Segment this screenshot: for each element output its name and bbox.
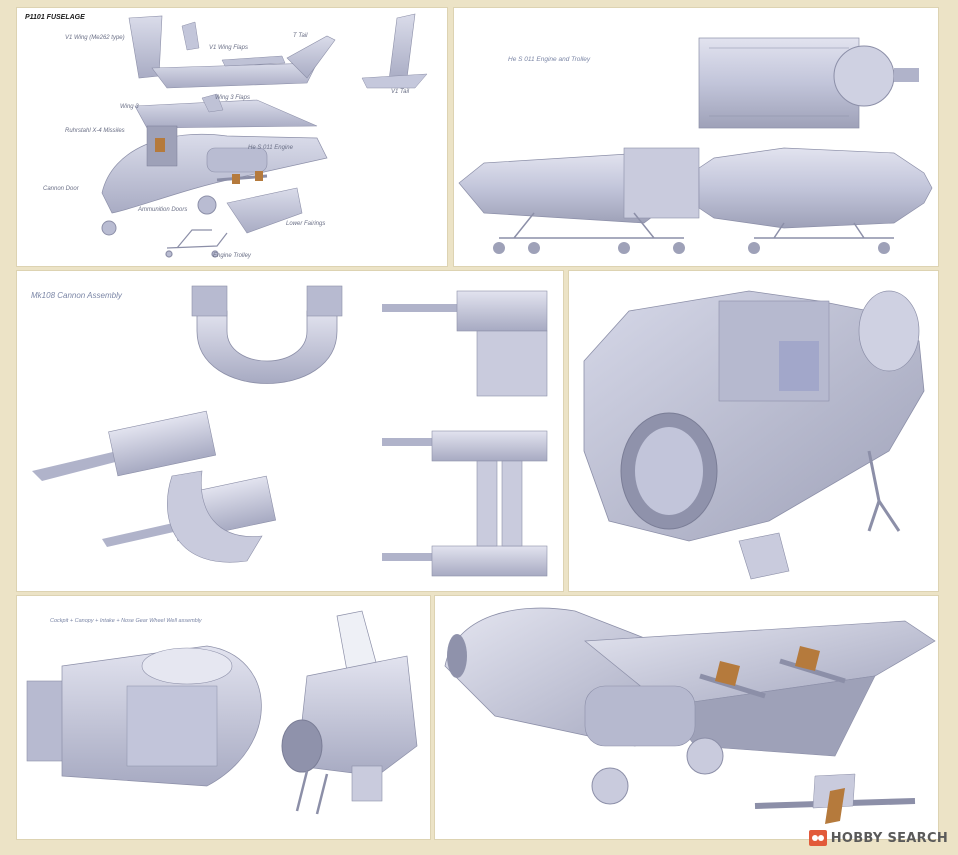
panel-cannon-assembly: Mk108 Cannon Assembly xyxy=(17,271,563,591)
lower-fairings xyxy=(226,187,303,234)
missile-right xyxy=(779,646,846,684)
missile-left xyxy=(699,661,766,699)
main-wheel-2 xyxy=(686,737,724,775)
panel-fuselage-exploded: P1101 FUSELAGE V1 Wing (Me262 type) V1 W… xyxy=(17,8,447,266)
label-cannon-door: Cannon Door xyxy=(43,186,79,192)
fuselage-section-illustration xyxy=(583,290,925,580)
label-v1-wing-flaps: V1 Wing Flaps xyxy=(209,45,248,51)
missile-mount xyxy=(155,138,165,152)
panel-cockpit-assembly: Cockpit + Canopy + Intake + Nose Gear Wh… xyxy=(17,596,430,839)
fuselage-exploded-illustration xyxy=(101,13,428,258)
panel-engine-trolley: He S 011 Engine and Trolley xyxy=(454,8,938,266)
label-ammo-doors: Ammunition Doors xyxy=(138,207,188,213)
nose-gear-strut xyxy=(867,450,901,532)
hobby-search-logo-icon xyxy=(808,830,827,846)
watermark: HOBBY SEARCH xyxy=(808,829,948,847)
v1-wing xyxy=(151,62,318,89)
label-engine: He S 011 Engine xyxy=(248,145,293,151)
engine-top-view xyxy=(698,37,919,129)
t-tail xyxy=(286,35,336,79)
engine-part xyxy=(206,147,268,173)
panel-underside-missiles xyxy=(435,596,938,839)
label-ruhrstahl: Ruhrstahl X-4 Missiles xyxy=(65,128,125,134)
missile-detail xyxy=(754,773,916,824)
cannon-pair-isometric xyxy=(32,410,277,563)
engine-pod xyxy=(584,685,696,747)
loose-panel xyxy=(738,532,790,580)
engine-right xyxy=(698,147,933,254)
tail-ring xyxy=(858,290,920,372)
v1-tail-plane xyxy=(361,73,428,89)
nose-wheel xyxy=(101,220,117,236)
label-v1-wing: V1 Wing (Me262 type) xyxy=(65,35,125,41)
label-engine-trolley: Engine Trolley xyxy=(213,253,251,259)
panel-title: He S 011 Engine and Trolley xyxy=(508,56,591,63)
panel-title: Mk108 Cannon Assembly xyxy=(31,291,122,300)
cockpit-isometric xyxy=(281,610,418,815)
panel-fuselage-section xyxy=(569,271,938,591)
label-t-tail: T Tail xyxy=(293,33,308,39)
label-wing-3-flaps: Wing 3 Flaps xyxy=(215,95,250,101)
panel-title: P1101 FUSELAGE xyxy=(25,14,85,21)
engine-trolley-small xyxy=(165,229,228,258)
wing-3-flaps xyxy=(201,93,224,113)
main-wheel xyxy=(197,195,217,215)
cockpit-top-view xyxy=(26,645,262,787)
ammo-ring xyxy=(196,310,338,384)
cannon-side-upper xyxy=(382,290,548,397)
flap-part xyxy=(181,21,200,51)
underside-illustration xyxy=(444,607,936,824)
engine-left xyxy=(458,147,700,254)
label-lower-fairings: Lower Fairings xyxy=(286,221,326,227)
cannon-side-lower xyxy=(382,430,548,577)
cockpit-assembly-illustration xyxy=(26,610,418,815)
engine-trolley-illustration xyxy=(458,37,933,254)
wing-3 xyxy=(134,99,318,129)
watermark-text: HOBBY SEARCH xyxy=(830,830,948,846)
main-wheel-1 xyxy=(591,767,629,805)
label-wing-3: Wing 3 xyxy=(120,104,139,110)
label-v1-tail: V1 Tail xyxy=(391,89,410,95)
v1-wing-flaps xyxy=(221,55,286,67)
panel-title: Cockpit + Canopy + Intake + Nose Gear Wh… xyxy=(50,618,202,624)
v1-tail xyxy=(388,13,416,81)
cannon-assembly-illustration xyxy=(32,285,548,577)
